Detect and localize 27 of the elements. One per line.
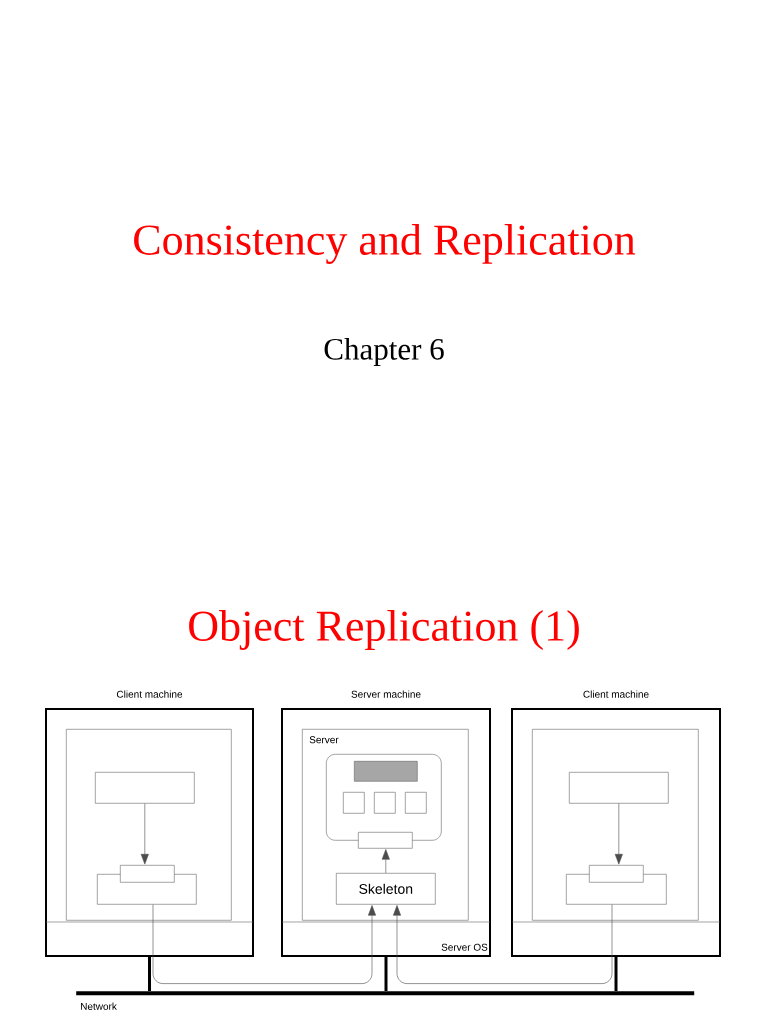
interface-box bbox=[589, 865, 644, 883]
interface-box bbox=[358, 832, 413, 849]
connector-arrow bbox=[152, 904, 376, 984]
network-drop bbox=[614, 957, 618, 991]
skeleton-box: Skeleton bbox=[336, 873, 436, 905]
method-box bbox=[405, 792, 427, 814]
method-box bbox=[343, 792, 365, 814]
network-line: Network bbox=[76, 991, 695, 1010]
arrow bbox=[140, 803, 149, 865]
slide-heading: Object Replication (1) bbox=[189, 610, 579, 650]
title: Consistency and Replication bbox=[134, 224, 636, 264]
node-label: Server machine bbox=[351, 690, 421, 698]
arrow bbox=[614, 803, 623, 865]
object-box bbox=[569, 772, 669, 804]
node-label: Client machine bbox=[116, 690, 183, 698]
arrow bbox=[381, 849, 390, 874]
subtitle: Chapter 6 bbox=[324, 337, 444, 367]
connector-arrow bbox=[393, 904, 613, 984]
interface-box bbox=[120, 865, 175, 883]
machine-box: Client machine bbox=[45, 690, 254, 957]
object-box bbox=[95, 772, 195, 804]
node-label: Client machine bbox=[583, 690, 649, 698]
state-box bbox=[354, 761, 418, 782]
method-box bbox=[374, 792, 396, 814]
machine-box: Client machine bbox=[511, 690, 721, 957]
network-drop bbox=[148, 957, 151, 991]
network-drop bbox=[384, 957, 388, 991]
